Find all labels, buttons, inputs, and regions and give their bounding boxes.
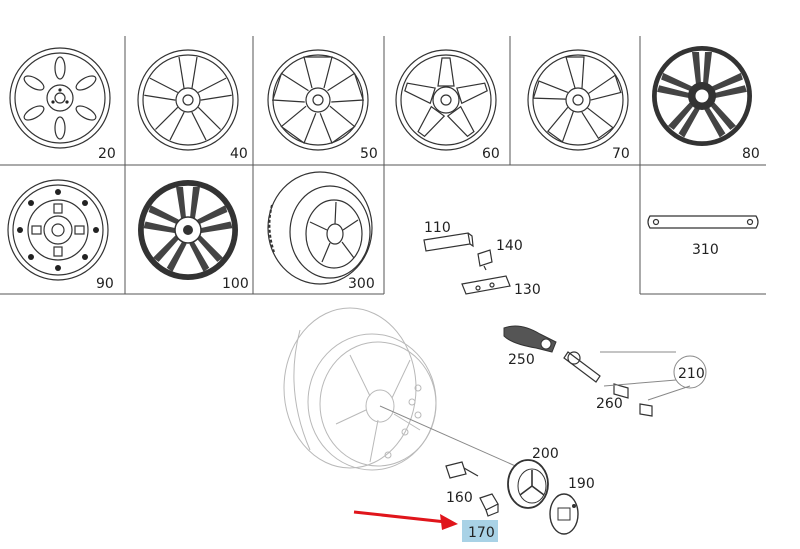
part-label-310[interactable]: 310 xyxy=(692,242,719,258)
part-label-170-highlighted[interactable]: 170 xyxy=(468,525,495,541)
part-label-190[interactable]: 190 xyxy=(568,476,595,492)
wheel-300-illustration[interactable] xyxy=(267,171,373,285)
part-130-illustration[interactable] xyxy=(461,275,511,295)
part-label-130[interactable]: 130 xyxy=(514,282,541,298)
part-160-illustration[interactable] xyxy=(445,461,479,479)
part-190-illustration[interactable] xyxy=(549,493,579,535)
wheel-80-illustration[interactable] xyxy=(652,46,752,146)
part-label-50[interactable]: 50 xyxy=(360,146,378,162)
part-label-300[interactable]: 300 xyxy=(348,276,375,292)
part-170-illustration[interactable] xyxy=(479,493,499,517)
part-label-60[interactable]: 60 xyxy=(482,146,500,162)
part-label-250[interactable]: 250 xyxy=(508,352,535,368)
part-label-100[interactable]: 100 xyxy=(222,276,249,292)
highlight-arrow xyxy=(353,510,458,530)
wheel-90-illustration[interactable] xyxy=(7,179,109,281)
assembly-axis-line xyxy=(379,405,521,469)
part-250-illustration[interactable] xyxy=(503,325,557,353)
part-label-40[interactable]: 40 xyxy=(230,146,248,162)
part-label-160[interactable]: 160 xyxy=(446,490,473,506)
part-label-20[interactable]: 20 xyxy=(98,146,116,162)
part-200-illustration[interactable] xyxy=(507,459,549,509)
part-110-illustration[interactable] xyxy=(423,232,474,252)
part-label-110[interactable]: 110 xyxy=(424,220,451,236)
wheel-40-illustration[interactable] xyxy=(137,49,239,151)
main-rim-illustration xyxy=(283,307,437,471)
part-label-70[interactable]: 70 xyxy=(612,146,630,162)
highlight-box xyxy=(462,520,498,542)
wheel-70-illustration[interactable] xyxy=(527,49,629,151)
part-310-illustration[interactable] xyxy=(647,215,759,229)
part-label-200[interactable]: 200 xyxy=(532,446,559,462)
wheel-50-illustration[interactable] xyxy=(267,49,369,151)
part-label-90[interactable]: 90 xyxy=(96,276,114,292)
wheel-60-illustration[interactable] xyxy=(395,49,497,151)
wheel-20-illustration[interactable] xyxy=(9,47,111,149)
part-label-80[interactable]: 80 xyxy=(742,146,760,162)
grid-lines xyxy=(0,36,766,295)
part-140-illustration[interactable] xyxy=(477,249,493,271)
part-label-260[interactable]: 260 xyxy=(596,396,623,412)
part-label-210[interactable]: 210 xyxy=(678,366,705,382)
part-210-illustration[interactable] xyxy=(563,351,707,417)
part-label-140[interactable]: 140 xyxy=(496,238,523,254)
wheel-100-illustration[interactable] xyxy=(138,180,238,280)
